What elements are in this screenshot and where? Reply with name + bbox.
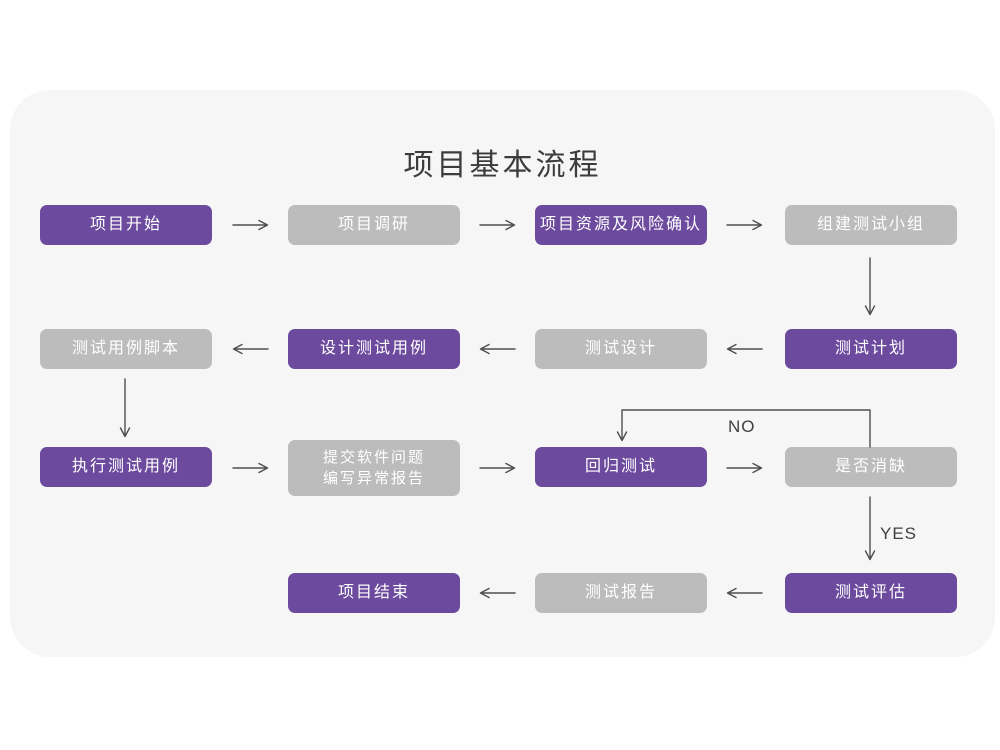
node-label-line1: 提交软件问题 (322, 449, 425, 466)
node-regression-test: 回归测试 (535, 447, 707, 487)
edge-label-yes: YES (880, 524, 918, 543)
node-project-resources-risk: 项目资源及风险确认 (535, 205, 707, 245)
node-label-line2: 编写异常报告 (322, 470, 425, 487)
node-test-plan: 测试计划 (785, 329, 957, 369)
node-project-start: 项目开始 (40, 205, 212, 245)
node-project-end: 项目结束 (288, 573, 460, 613)
node-label: 项目结束 (337, 584, 410, 601)
node-label: 测试用例脚本 (71, 340, 180, 357)
page-title: 项目基本流程 (403, 149, 602, 182)
node-label: 组建测试小组 (816, 216, 925, 233)
edge-label-no: NO (728, 417, 756, 436)
node-test-report: 测试报告 (535, 573, 707, 613)
node-test-evaluation: 测试评估 (785, 573, 957, 613)
node-label: 测试报告 (584, 584, 657, 601)
node-label: 测试计划 (834, 340, 907, 357)
node-label: 执行测试用例 (71, 458, 180, 475)
node-submit-issue-report: 提交软件问题 编写异常报告 (288, 440, 460, 496)
node-test-case-scripts: 测试用例脚本 (40, 329, 212, 369)
flowchart-card (10, 90, 995, 657)
node-label: 项目调研 (337, 216, 410, 233)
node-execute-test-cases: 执行测试用例 (40, 447, 212, 487)
node-build-test-team: 组建测试小组 (785, 205, 957, 245)
node-label: 项目资源及风险确认 (539, 216, 702, 233)
node-label: 测试评估 (834, 584, 907, 601)
node-defect-cleared: 是否消缺 (785, 447, 957, 487)
node-project-research: 项目调研 (288, 205, 460, 245)
node-label: 回归测试 (584, 458, 657, 475)
node-design-test-cases: 设计测试用例 (288, 329, 460, 369)
node-label: 设计测试用例 (319, 340, 428, 357)
node-test-design: 测试设计 (535, 329, 707, 369)
node-label: 是否消缺 (834, 458, 907, 475)
node-label: 测试设计 (584, 340, 657, 357)
node-label: 项目开始 (89, 216, 162, 233)
